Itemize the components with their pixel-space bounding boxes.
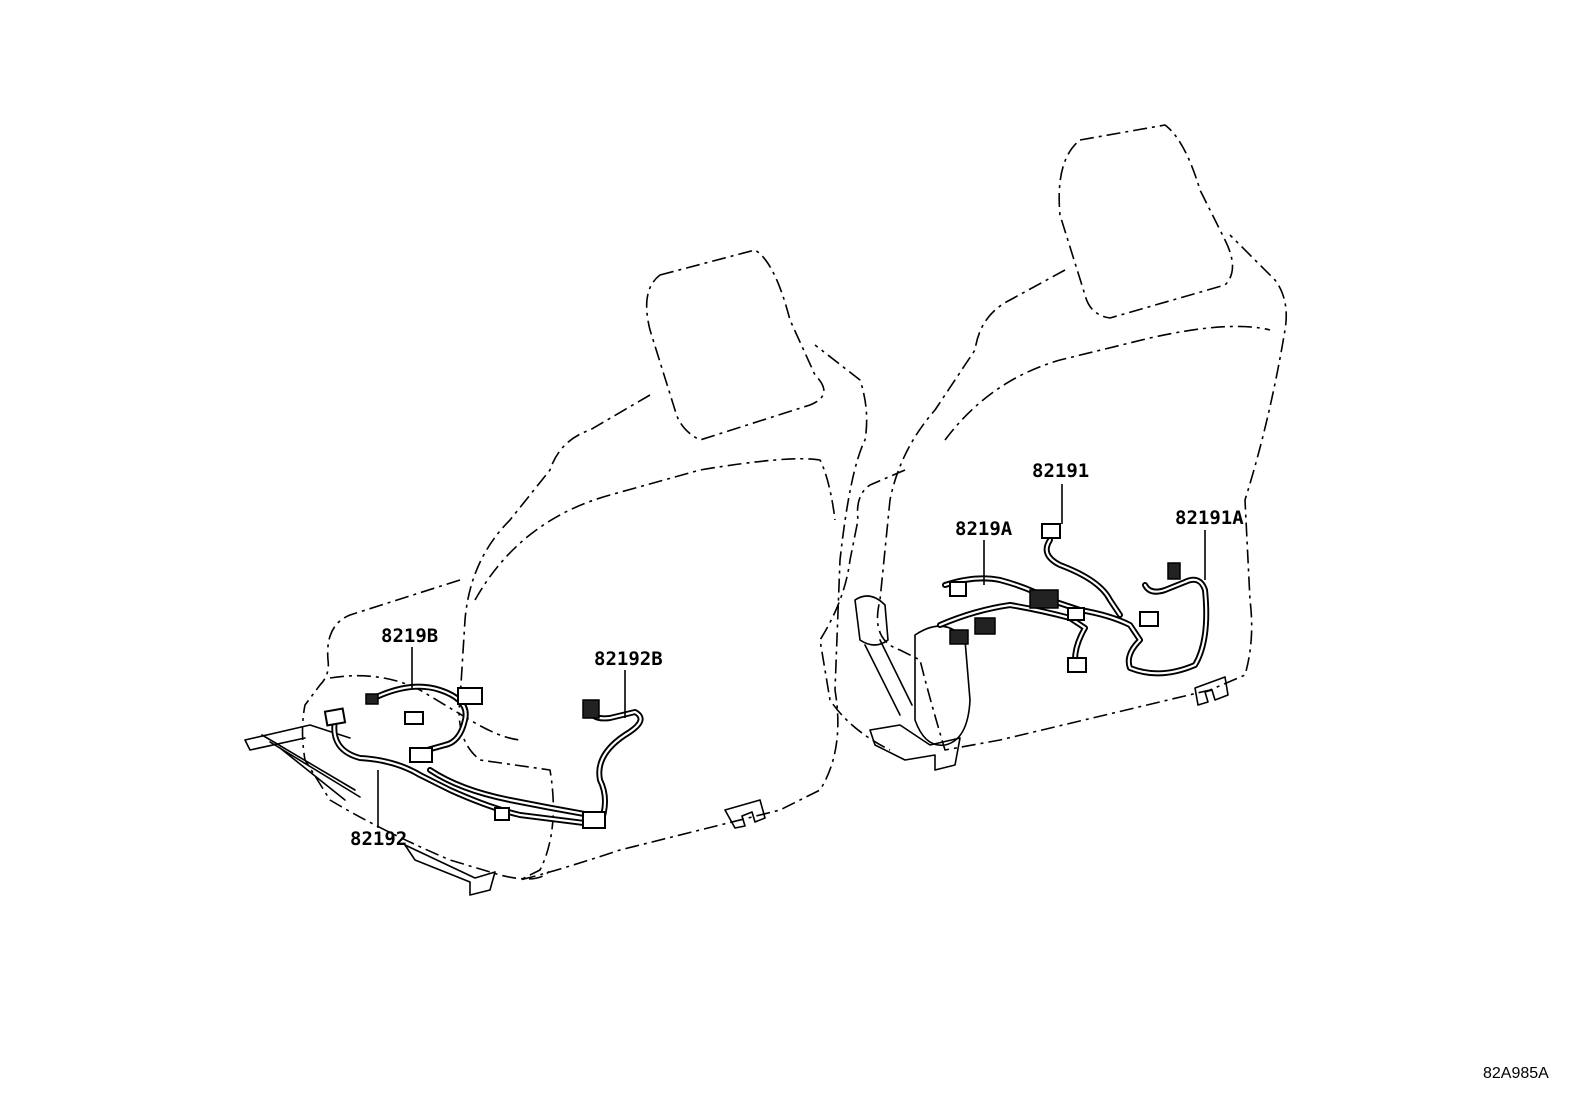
- right-seat-cushion: [819, 469, 906, 751]
- right-seat-rail: [869, 724, 961, 771]
- part-label-82192: 82192: [350, 828, 408, 850]
- part-label-8219A: 8219A: [955, 518, 1013, 540]
- part-label-82191A: 82191A: [1175, 507, 1244, 529]
- right-seat-backrest: [876, 234, 1288, 751]
- left-seat-cushion-side: [329, 674, 521, 741]
- part-label-82191: 82191: [1032, 460, 1090, 482]
- right-seat-back-panel: [944, 325, 1271, 441]
- left-seat-harness: [323, 683, 644, 829]
- left-seat-bracket: [724, 799, 766, 829]
- right-seat-recliner: [864, 639, 913, 716]
- left-seat-cushion: [301, 579, 551, 880]
- left-seat-back-panel: [474, 457, 836, 601]
- right-seat-knob: [854, 595, 889, 646]
- right-seat-bracket: [1194, 676, 1229, 706]
- part-label-82192B: 82192B: [594, 648, 663, 670]
- left-seat-rail-front: [244, 724, 361, 801]
- left-seat-backrest: [458, 344, 868, 881]
- left-seat-headrest: [645, 249, 825, 441]
- left-seat: [244, 249, 868, 896]
- right-seat-headrest: [1058, 124, 1234, 319]
- right-seat-harness: [937, 523, 1210, 677]
- right-seat-side-shield: [914, 625, 971, 747]
- reference-code: 82A985A: [1483, 1065, 1549, 1082]
- part-label-8219B: 8219B: [381, 625, 439, 647]
- leader-lines: [377, 484, 1206, 828]
- left-seat-rail-rear: [404, 844, 496, 896]
- right-seat: [819, 124, 1288, 771]
